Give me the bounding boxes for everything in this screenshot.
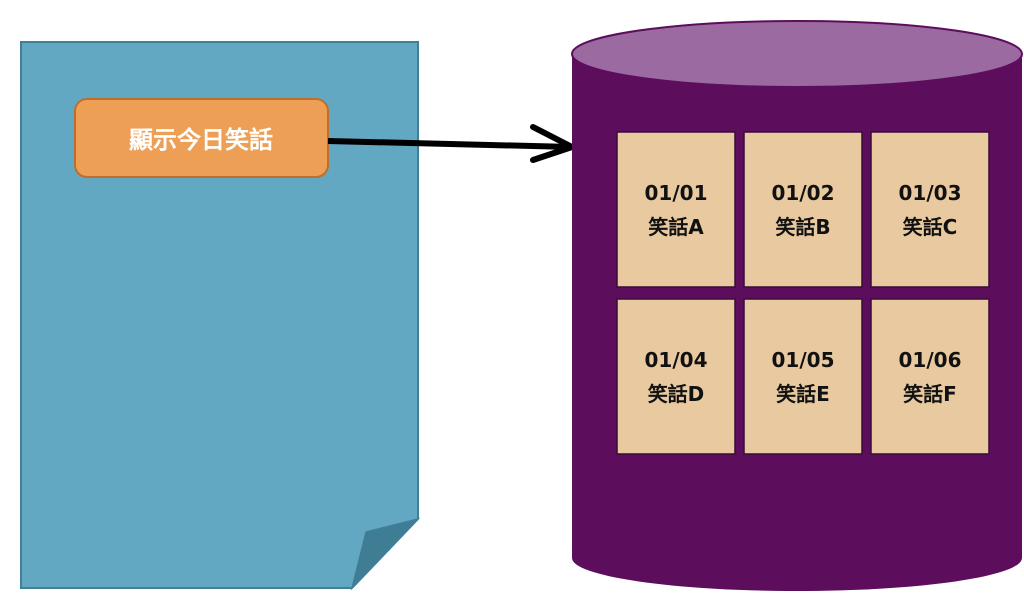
entry-date: 01/06 [899, 348, 962, 372]
web-page [20, 41, 421, 591]
entry-date: 01/01 [645, 181, 708, 205]
entry-date: 01/04 [645, 348, 708, 372]
joke-entry-card: 01/01 笑話A [616, 131, 736, 288]
show-today-joke-button[interactable]: 顯示今日笑話 [74, 98, 329, 178]
button-background[interactable] [74, 98, 329, 178]
cylinder-top [571, 20, 1023, 88]
entry-card-background [743, 298, 863, 455]
entry-card-background [616, 298, 736, 455]
entry-card-background [616, 131, 736, 288]
entry-date: 01/03 [899, 181, 962, 205]
joke-entry-card: 01/03 笑話C [870, 131, 990, 288]
joke-entry-grid: 01/01 笑話A 01/02 笑話B 01/03 笑話C 01/04 笑話D 01/05 笑話E… [616, 131, 990, 455]
entry-joke: 笑話A [648, 215, 704, 239]
entry-date: 01/05 [772, 348, 835, 372]
entry-joke: 笑話B [775, 215, 830, 239]
joke-entry-card: 01/02 笑話B [743, 131, 863, 288]
entry-card-background [870, 298, 990, 455]
joke-entry-card: 01/05 笑話E [743, 298, 863, 455]
entry-joke: 笑話E [776, 382, 830, 406]
entry-card-background [870, 131, 990, 288]
joke-entry-card: 01/04 笑話D [616, 298, 736, 455]
entry-joke: 笑話F [903, 382, 957, 406]
entry-joke: 笑話D [648, 382, 705, 406]
arrow-shaft [327, 138, 573, 150]
entry-joke: 笑話C [903, 215, 958, 239]
entry-card-background [743, 131, 863, 288]
button-label[interactable]: 顯示今日笑話 [129, 126, 273, 154]
joke-entry-card: 01/06 笑話F [870, 298, 990, 455]
entry-date: 01/02 [772, 181, 835, 205]
page-fold-corner [350, 517, 421, 591]
